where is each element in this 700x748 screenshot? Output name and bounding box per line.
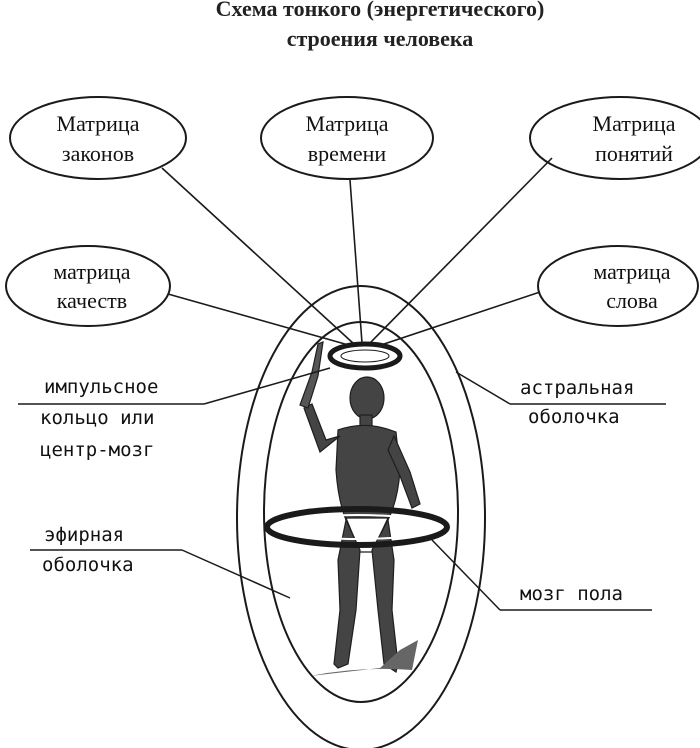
node-matrix-qualities-line1: матрица xyxy=(53,259,130,284)
node-matrix-word-line1: матрица xyxy=(593,259,670,284)
connector-concepts xyxy=(369,157,553,344)
label-astral-line1: астральная xyxy=(520,377,634,399)
astral-shell xyxy=(263,321,459,703)
figure-head xyxy=(349,376,385,420)
label-etheric-shell: эфирная оболочка xyxy=(30,524,291,599)
node-matrix-laws: Матрица законов xyxy=(9,96,187,180)
node-matrix-word-line2: слова xyxy=(606,288,658,313)
connector-qualities xyxy=(167,293,353,347)
label-impulse-line1: импульсное xyxy=(44,376,158,398)
label-astral-line2: оболочка xyxy=(528,406,620,428)
label-sex-brain: мозг пола xyxy=(431,539,652,611)
node-matrix-qualities: матрица качеств xyxy=(5,245,171,327)
node-matrix-word: матрица слова xyxy=(537,245,699,327)
label-etheric-line1: эфирная xyxy=(44,524,124,546)
label-etheric-line2: оболочка xyxy=(42,554,134,576)
impulse-ring xyxy=(327,341,403,371)
sex-brain-ring xyxy=(264,506,450,548)
label-astral-shell: астральная оболочка xyxy=(455,371,666,428)
label-sexbrain-line1: мозг пола xyxy=(520,583,623,605)
node-matrix-laws-line2: законов xyxy=(62,141,134,166)
diagram-title-line2: строения человека xyxy=(287,26,474,51)
node-matrix-qualities-line2: качеств xyxy=(57,288,127,313)
connector-time xyxy=(349,179,363,344)
etheric-shell xyxy=(236,285,486,748)
label-impulse-ring: импульсное кольцо или центр-мозг xyxy=(18,367,331,461)
matrix-connectors xyxy=(161,157,553,347)
label-impulse-line2: кольцо или xyxy=(40,407,154,429)
human-figure xyxy=(299,341,421,676)
node-matrix-time-line2: времени xyxy=(308,141,387,166)
node-matrix-time-line1: Матрица xyxy=(306,111,389,136)
connector-laws xyxy=(161,167,355,345)
label-impulse-line3: центр-мозг xyxy=(40,439,154,461)
node-matrix-time: Матрица времени xyxy=(260,96,434,180)
connector-word xyxy=(377,291,541,347)
node-matrix-concepts-line1: Матрица xyxy=(593,111,676,136)
node-matrix-concepts-line2: понятий xyxy=(595,141,673,166)
node-matrix-concepts: Матрица понятий xyxy=(529,96,700,180)
diagram-title-line1: Схема тонкого (энергетического) xyxy=(216,0,545,21)
node-matrix-laws-line1: Матрица xyxy=(57,111,140,136)
